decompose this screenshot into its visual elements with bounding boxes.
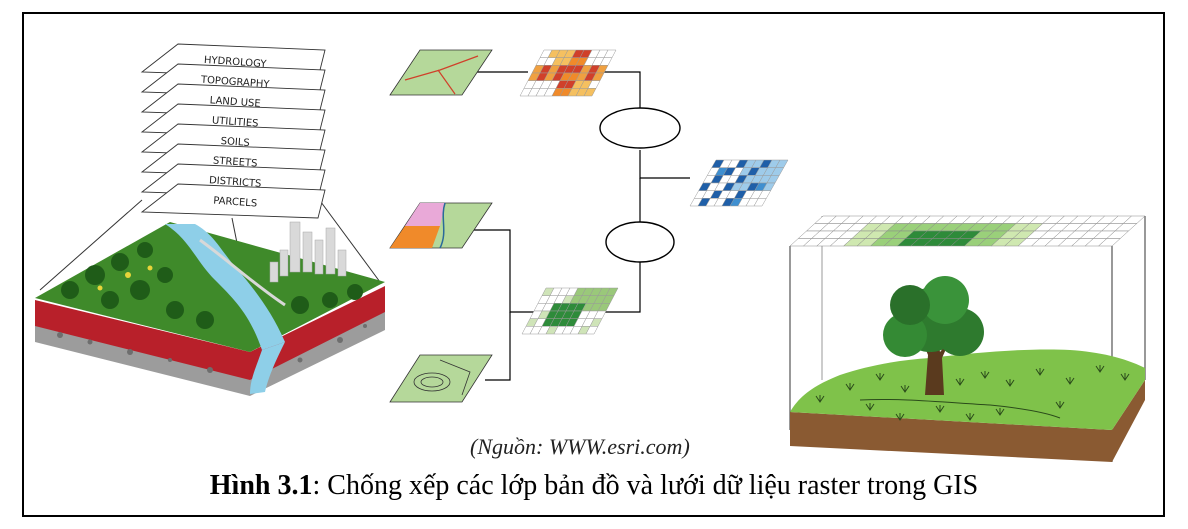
raster-terrain-box [789, 215, 1146, 462]
raster-grid-result [689, 159, 789, 207]
vector-map-roads [389, 49, 493, 96]
raster-grid-terrain [789, 215, 1146, 247]
figure-frame [22, 12, 1165, 517]
overlay-flow [389, 49, 789, 403]
vector-map-contours [389, 354, 493, 403]
overlay-operator-bottom [605, 221, 675, 263]
tree-illustration [883, 276, 984, 395]
source-note: (Nguồn: WWW.esri.com) [470, 434, 690, 459]
raster-grid-landuse [521, 287, 619, 335]
raster-grid-roads [519, 49, 617, 97]
landscape-block [35, 221, 385, 396]
layer-label: PARCELS [213, 195, 258, 209]
vector-map-landuse [389, 202, 493, 249]
caption-label: Hình 3.1 [209, 470, 313, 501]
layer-plane: PARCELS [140, 183, 326, 219]
overlay-operator-top [599, 107, 681, 149]
figure-caption: Hình 3.1: Chống xếp các lớp bản đồ và lư… [0, 470, 1188, 502]
caption-text: : Chống xếp các lớp bản đồ và lưới dữ li… [312, 470, 979, 501]
